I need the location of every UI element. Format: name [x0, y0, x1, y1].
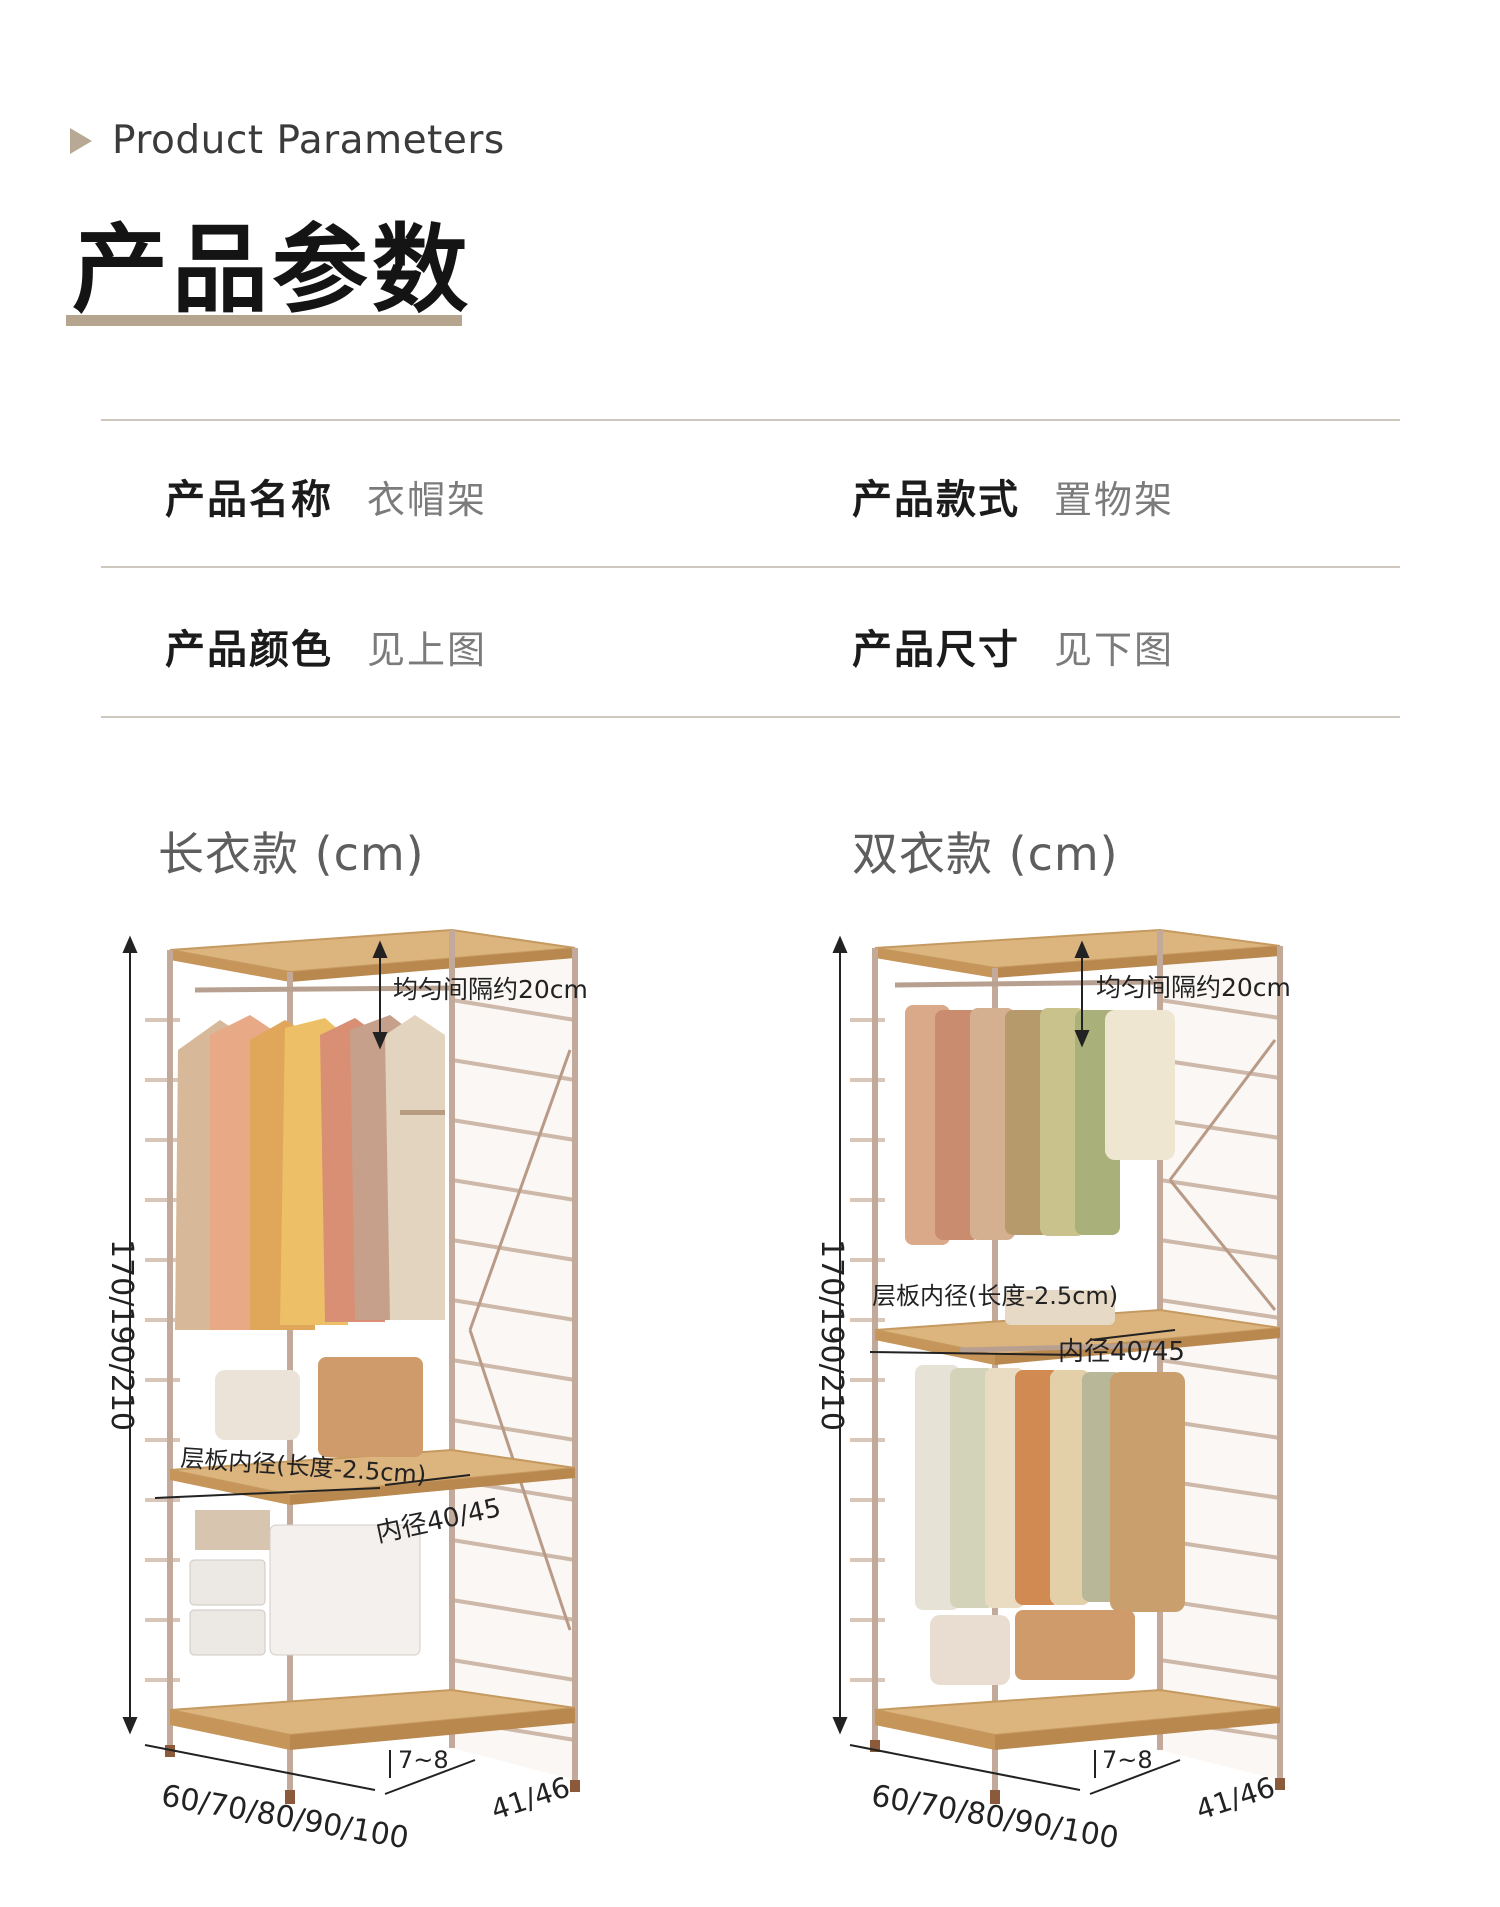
param-product-name: 产品名称衣帽架	[165, 467, 487, 525]
dim-depth-label: 41/46	[1192, 1770, 1279, 1826]
section-heading-english: Product Parameters	[112, 118, 505, 163]
dim-spacing-label: 均匀间隔约20cm	[1096, 973, 1291, 1002]
dim-spacing-label: 均匀间隔约20cm	[393, 975, 588, 1004]
param-value: 衣帽架	[367, 478, 488, 522]
title-underline	[66, 315, 462, 326]
triangle-bullet-icon	[70, 128, 92, 154]
dim-depth-label: 41/46	[487, 1770, 574, 1826]
double-coat-rack-figure: 170/190/210 均匀间隔约20cm 层板内径(长度-2.5cm) 内径4…	[814, 928, 1291, 1856]
model-label-long: 长衣款 (cm)	[158, 827, 425, 881]
param-product-color: 产品颜色见上图	[165, 617, 487, 675]
table-divider	[101, 419, 1400, 421]
param-product-size: 产品尺寸见下图	[852, 617, 1174, 675]
dimension-lines	[122, 935, 476, 1795]
dim-foot-label: 7~8	[398, 1746, 449, 1774]
param-value: 见上图	[367, 628, 488, 672]
param-product-style: 产品款式置物架	[852, 467, 1174, 525]
param-value: 置物架	[1054, 478, 1175, 522]
dim-inner-diameter-label: 内径40/45	[1058, 1337, 1185, 1367]
param-value: 见下图	[1054, 628, 1175, 672]
dim-height-label: 170/190/210	[814, 1239, 849, 1431]
rack-illustration	[850, 928, 1285, 1804]
param-label: 产品尺寸	[852, 627, 1020, 673]
long-coat-rack-figure: 170/190/210 均匀间隔约20cm 层板内径(长度-2.5cm) 内径4…	[104, 928, 588, 1856]
rack-illustration	[145, 928, 580, 1804]
dim-shelf-inner-label: 层板内径(长度-2.5cm)	[872, 1282, 1118, 1310]
model-label-double: 双衣款 (cm)	[852, 827, 1119, 881]
dimension-lines	[832, 935, 1181, 1795]
dim-foot-label: 7~8	[1102, 1746, 1153, 1774]
table-divider	[101, 566, 1400, 568]
page-title: 产品参数	[66, 215, 468, 335]
page-title-text: 产品参数	[72, 214, 472, 326]
param-label: 产品颜色	[165, 627, 333, 673]
param-label: 产品款式	[852, 477, 1020, 523]
param-label: 产品名称	[165, 477, 333, 523]
dim-height-label: 170/190/210	[104, 1239, 139, 1431]
table-divider	[101, 716, 1400, 718]
